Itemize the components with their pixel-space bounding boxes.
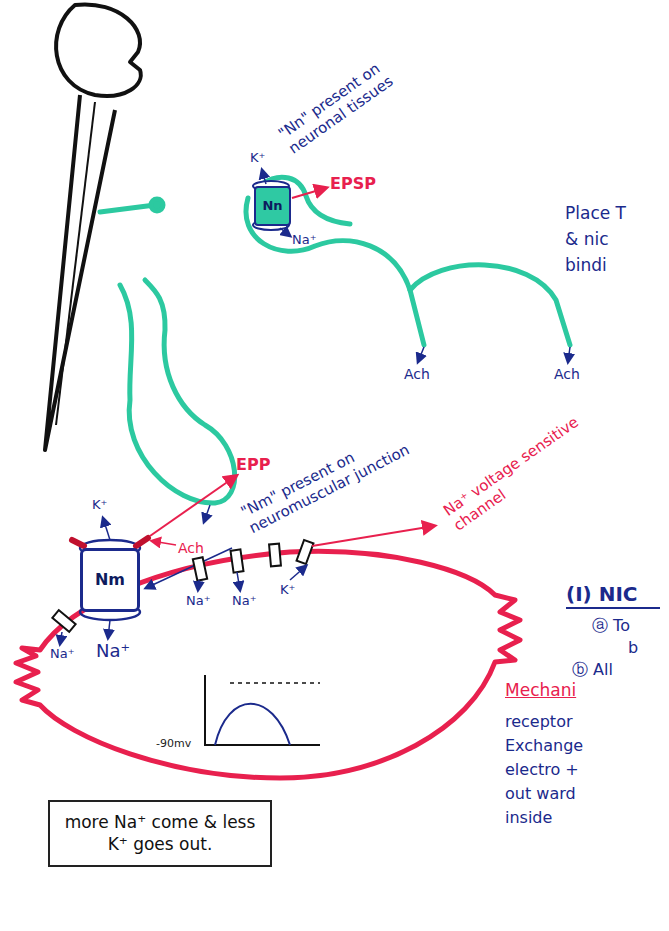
body-text: receptor <box>505 712 573 731</box>
ion-arrow <box>290 566 306 580</box>
receptor-note: "Nn" present on neuronal tissues <box>275 30 435 157</box>
ion-label: Na⁺ <box>96 640 130 662</box>
body-text: electro + <box>505 760 579 779</box>
transmitter-label: Ach <box>178 540 204 557</box>
note-text: bindi <box>565 255 607 275</box>
body-text: Exchange <box>505 736 583 755</box>
ion-arrow <box>108 620 110 638</box>
underline <box>566 607 660 609</box>
ion-label: Na⁺ <box>186 593 211 609</box>
ion-label: K⁺ <box>280 582 295 598</box>
receptor-symbol <box>80 540 140 620</box>
potential-graph <box>205 675 320 745</box>
axis-label: -90mv <box>156 737 191 750</box>
body-text: inside <box>505 808 552 827</box>
ion-label: Na⁺ <box>50 646 75 662</box>
ion-arrow <box>103 518 110 540</box>
transmitter-label: Ach <box>554 366 580 383</box>
neuron <box>120 280 235 503</box>
leader-line <box>312 526 434 546</box>
ion-label: K⁺ <box>92 497 107 513</box>
leader-line <box>152 541 176 545</box>
node-text: Nn <box>262 198 282 214</box>
ion-arrow <box>198 580 199 590</box>
list-item: ⓑ All <box>572 660 613 679</box>
section-heading: Mechani <box>505 680 576 700</box>
head-figure <box>45 4 141 450</box>
note-text: Place T <box>565 203 626 223</box>
ion-label: Na⁺ <box>292 232 317 248</box>
node-text: more Na⁺ come & less K⁺ goes out. <box>60 812 260 855</box>
neuron <box>100 177 570 345</box>
node-text: Nm <box>95 570 125 590</box>
transmitter-label: Ach <box>404 366 430 383</box>
binding-site <box>136 538 148 546</box>
section-heading: (I) NIC <box>566 582 638 606</box>
leader-line <box>292 188 326 198</box>
leader-line <box>418 347 424 362</box>
ion-arrow <box>262 170 266 184</box>
list-item: ⓐ To <box>592 616 630 635</box>
leader-line <box>568 347 570 362</box>
channel-note: Na⁺ voltage sensitive channel <box>440 405 604 535</box>
receptor-channel: Nn <box>254 186 291 226</box>
ion-arrow <box>60 632 62 644</box>
ion-label: Na⁺ <box>232 593 257 609</box>
binding-site <box>72 540 84 546</box>
potential-label: EPP <box>236 455 270 474</box>
body-text: out ward <box>505 784 576 803</box>
potential-label: EPSP <box>330 174 376 193</box>
ion-arrow <box>237 572 240 590</box>
note-text: & nic <box>565 229 609 249</box>
leader-line <box>150 476 236 536</box>
list-item: b <box>628 638 638 657</box>
note-box: more Na⁺ come & less K⁺ goes out. <box>48 800 272 867</box>
receptor-channel: Nm <box>80 548 140 612</box>
leader-line <box>204 505 210 522</box>
channel-symbol <box>52 540 313 632</box>
ion-arrow <box>280 228 290 236</box>
receptor-note: "Nm" present on neuromuscular junction <box>238 414 433 537</box>
ion-label: K⁺ <box>250 150 265 166</box>
